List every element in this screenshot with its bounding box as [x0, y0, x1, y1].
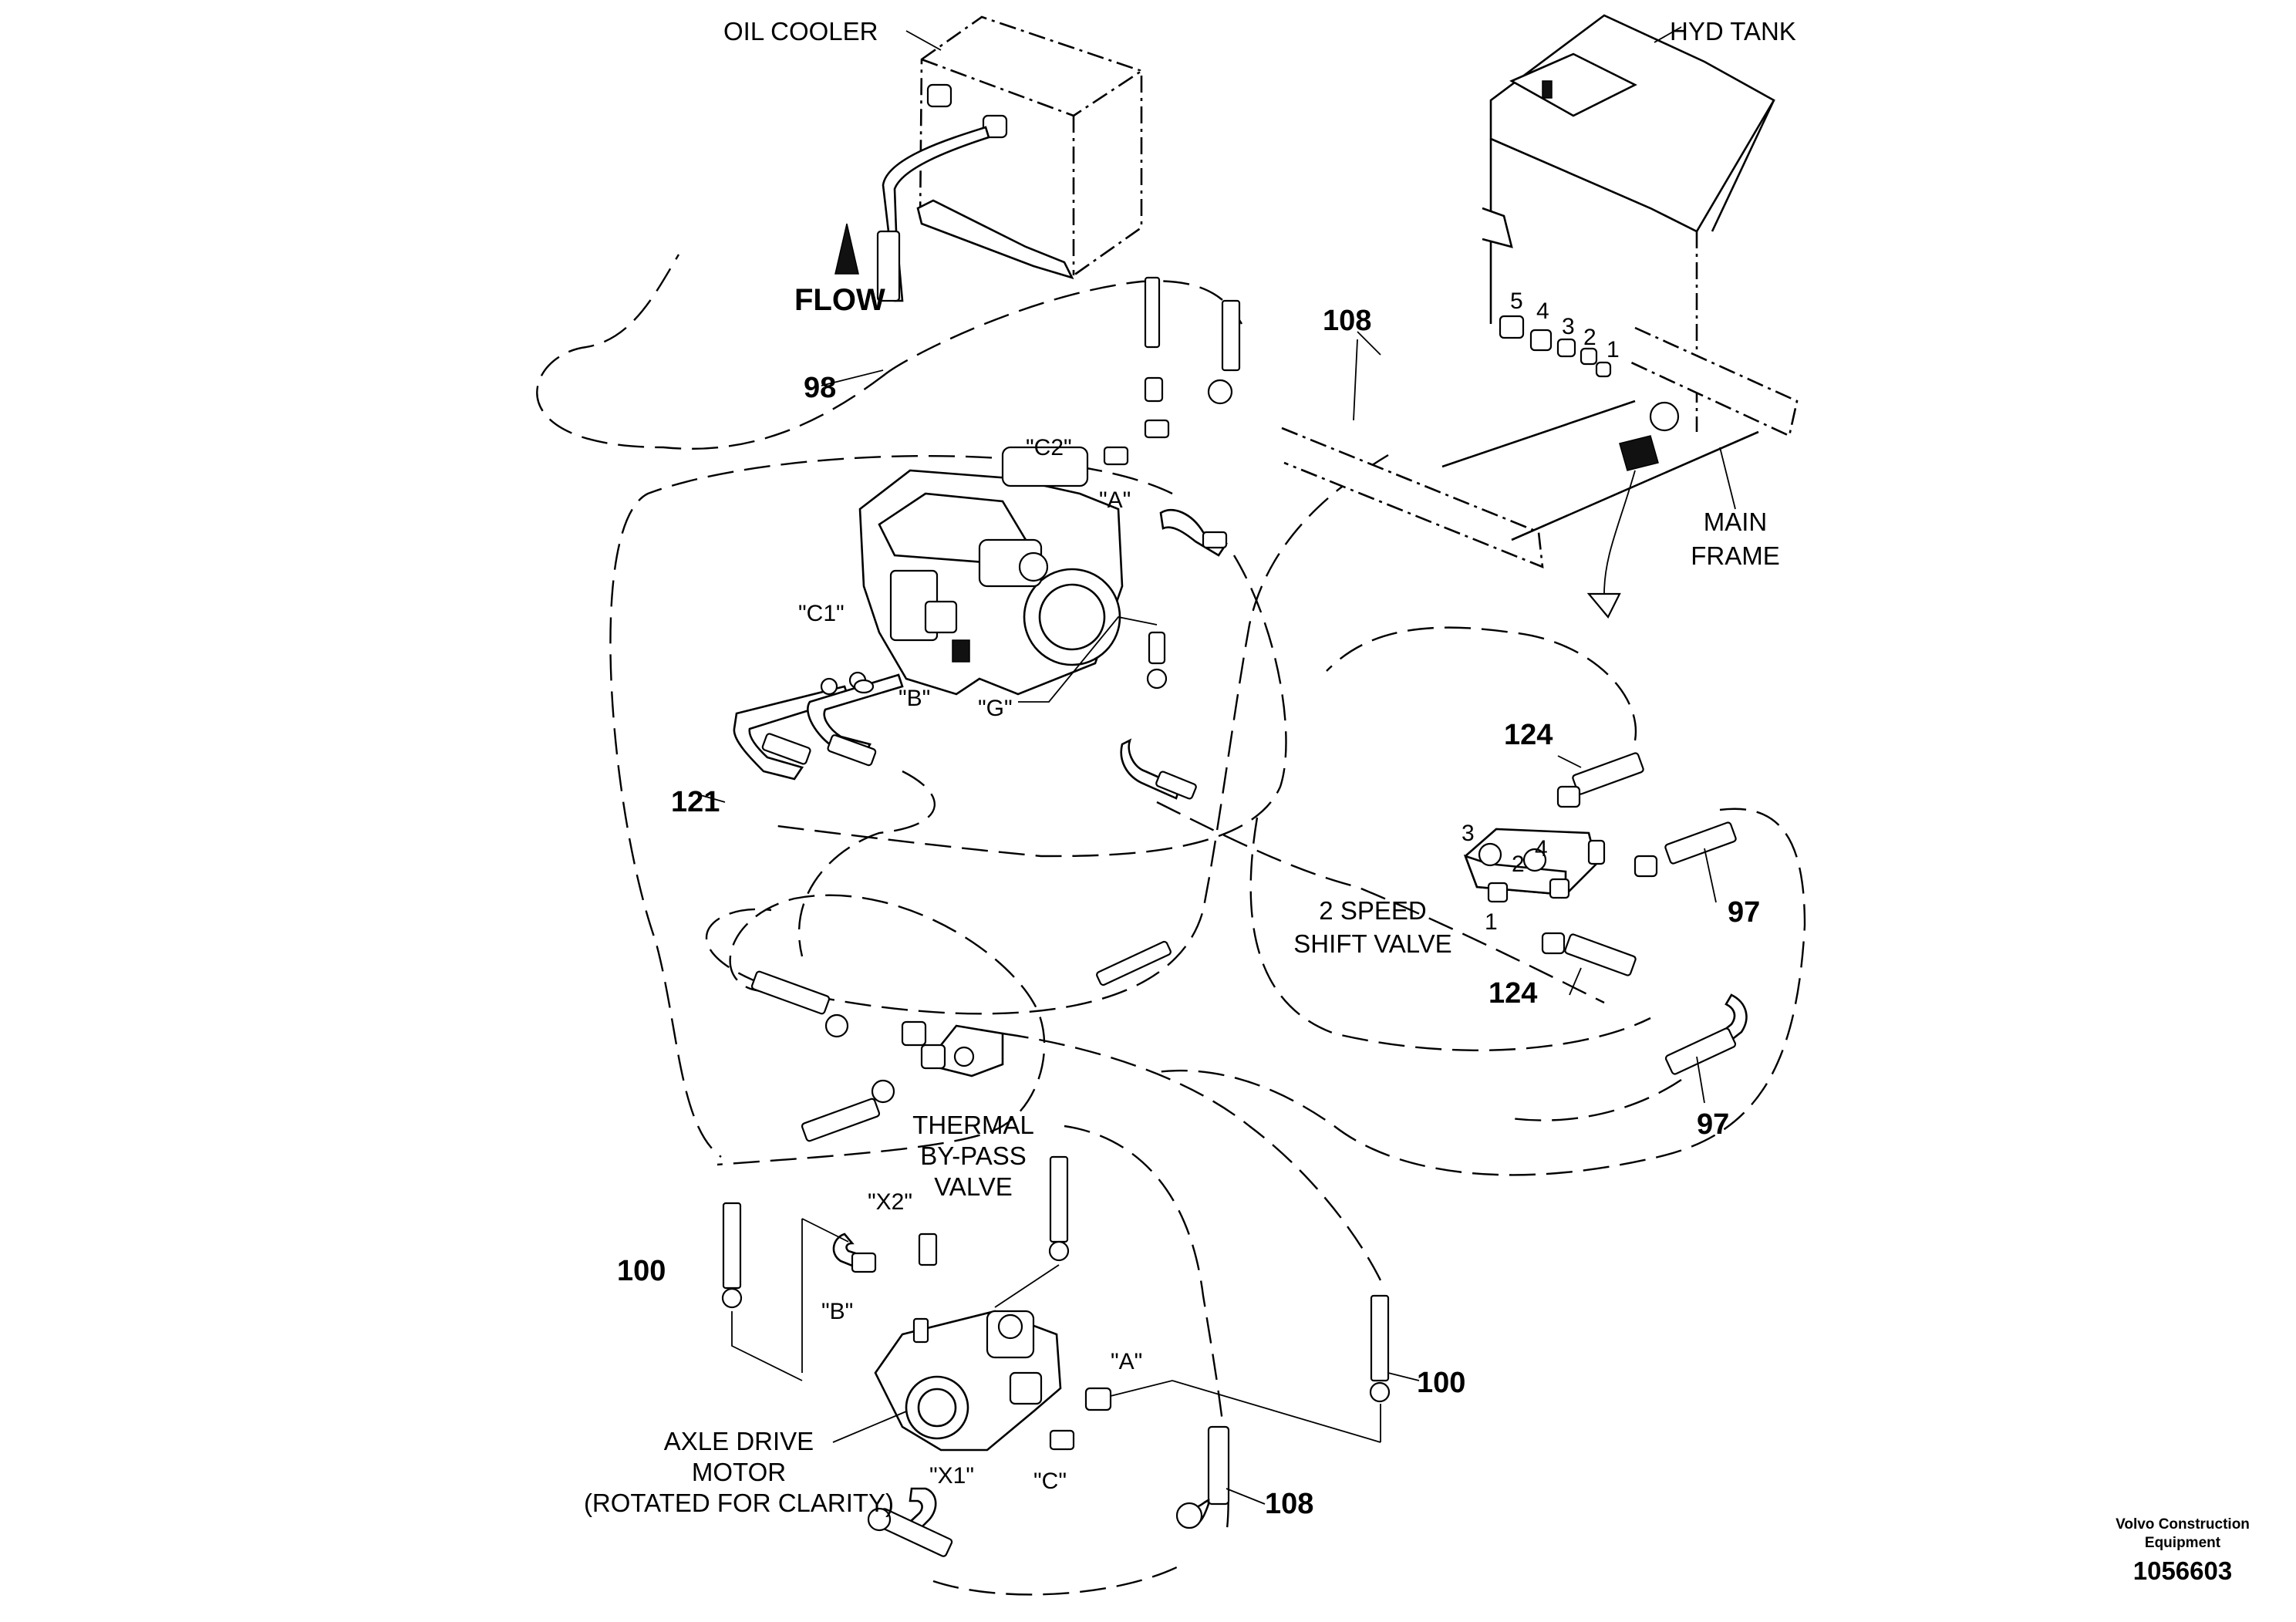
- port-b-pump: "B": [899, 686, 930, 711]
- tank-port-5: 5: [1510, 288, 1523, 314]
- label-thermal-3: VALVE: [934, 1172, 1013, 1201]
- valve-port-3: 3: [1462, 821, 1475, 846]
- port-a-pump: "A": [1099, 487, 1131, 513]
- flow-label: FLOW: [794, 283, 885, 317]
- tank-port-4: 4: [1536, 298, 1549, 324]
- flow-arrow: FLOW: [794, 223, 885, 317]
- hose-108-bottom-fitting: [867, 1425, 1230, 1557]
- callout-100-left: 100: [617, 1255, 666, 1287]
- tank-port-1: 1: [1607, 337, 1620, 363]
- oil-cooler: [876, 15, 1143, 302]
- valve-port-4: 4: [1535, 836, 1548, 862]
- hydraulic-tank: 5 4 3 2 1: [1482, 14, 1775, 432]
- label-two-speed-2: SHIFT VALVE: [1293, 929, 1451, 958]
- label-main-frame-2: FRAME: [1691, 541, 1780, 570]
- hose-121-route-2: [770, 555, 1287, 858]
- port-c2: "C2": [1026, 435, 1072, 460]
- port-c1: "C1": [798, 601, 845, 626]
- port-x2: "X2": [868, 1189, 912, 1215]
- hose-121-route: [609, 454, 1173, 1158]
- port-b-motor: "B": [821, 1299, 853, 1324]
- label-oil-cooler: OIL COOLER: [723, 17, 878, 46]
- hose-routes: [536, 254, 1806, 1596]
- hose-108-route: [705, 454, 1389, 1015]
- hose-124-route-2: [1249, 817, 1651, 1052]
- callout-108-bottom: 108: [1265, 1488, 1313, 1520]
- hose-98-route: [536, 254, 886, 450]
- footer-doc-number: 1056603: [2133, 1556, 2232, 1585]
- callout-124-top: 124: [1504, 719, 1553, 751]
- footer-company-2: Equipment: [2145, 1535, 2221, 1551]
- main-frame: [1281, 326, 1799, 619]
- callout-97-bottom: 97: [1697, 1108, 1729, 1141]
- label-thermal-1: THERMAL: [912, 1111, 1034, 1139]
- callout-100-right: 100: [1417, 1367, 1465, 1399]
- hose-thermal-loop: [716, 894, 1046, 1166]
- label-main-frame-1: MAIN: [1704, 508, 1768, 536]
- valve-port-2: 2: [1512, 851, 1525, 877]
- tank-port-2: 2: [1583, 325, 1596, 350]
- hose-motor-return: [1064, 1125, 1229, 1536]
- hose-100-fittings: [721, 1155, 1391, 1443]
- tank-port-3: 3: [1562, 314, 1575, 339]
- port-a-motor: "A": [1111, 1349, 1142, 1374]
- hydrostatic-pump: [858, 276, 1241, 703]
- footer-company-1: Volvo Construction: [2116, 1516, 2250, 1533]
- callout-121: 121: [671, 786, 720, 818]
- callout-leaders: [697, 331, 1717, 1505]
- label-hyd-tank: HYD TANK: [1670, 17, 1796, 46]
- hose-97-route: [1156, 808, 1806, 1176]
- port-g: "G": [978, 696, 1013, 721]
- valve-port-1: 1: [1485, 909, 1498, 935]
- label-two-speed-1: 2 SPEED: [1319, 896, 1426, 925]
- callout-108-top: 108: [1323, 305, 1371, 337]
- port-c-motor: "C": [1033, 1469, 1067, 1494]
- hose-case-route: [797, 770, 936, 957]
- label-thermal-2: BY-PASS: [920, 1141, 1027, 1170]
- axle-drive-motor: [832, 1233, 1112, 1533]
- callout-98: 98: [804, 372, 836, 404]
- label-axle-1: AXLE DRIVE: [664, 1427, 814, 1455]
- flow-arrow-icon: [834, 223, 859, 275]
- label-axle-2: MOTOR: [692, 1458, 786, 1486]
- pump-lower-hoses: [733, 671, 1197, 800]
- hose-124-top-route: [1326, 626, 1637, 741]
- two-speed-shift-valve: 3 2 4 1: [1462, 752, 1748, 1075]
- callout-97-right: 97: [1728, 896, 1760, 929]
- hose-motor-bottom: [932, 1564, 1181, 1596]
- thermal-bypass-valve: [750, 940, 1172, 1142]
- hose-thermal-to-motor: [1002, 1032, 1382, 1281]
- hose-pump-to-valve: [1156, 801, 1605, 1004]
- label-axle-3: (ROTATED FOR CLARITY): [584, 1489, 894, 1517]
- hose-98-route-2: [885, 280, 1243, 375]
- callout-124-bottom: 124: [1489, 977, 1537, 1010]
- hose-97-route-2: [1511, 1079, 1682, 1121]
- port-x1: "X1": [929, 1463, 974, 1489]
